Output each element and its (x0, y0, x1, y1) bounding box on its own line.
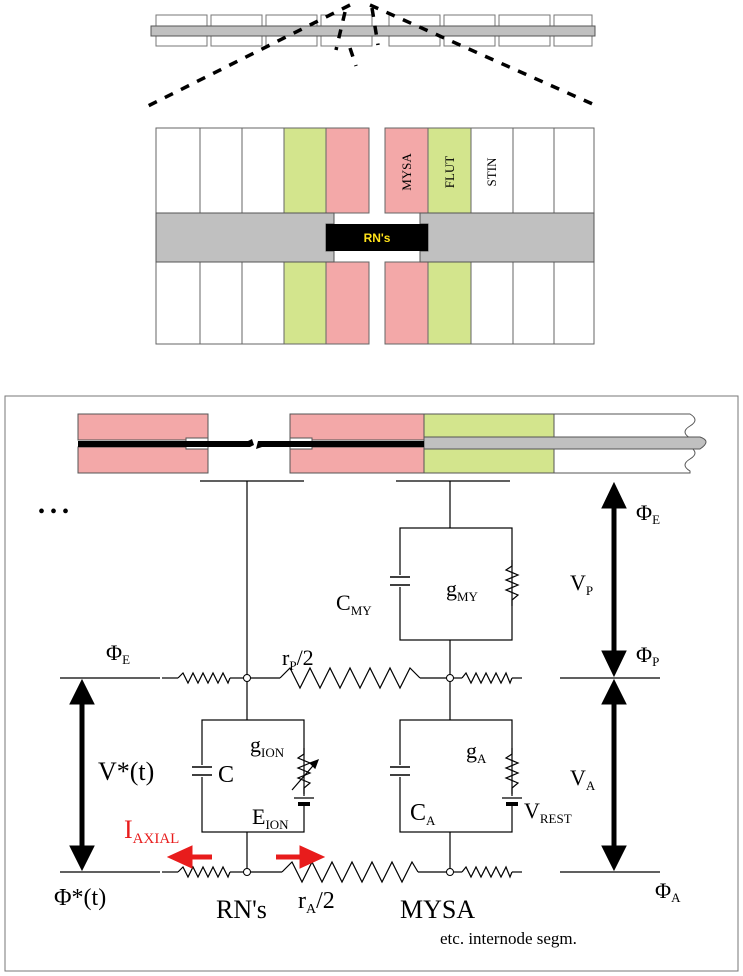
node-of-ranvier (326, 224, 428, 251)
rn-circuit-label: RN's (216, 895, 267, 924)
phi-p-label: ΦP (636, 642, 659, 669)
v-a-label: VA (570, 765, 596, 793)
zoomed-node: RN's MYSA FLUT STIN (155, 127, 595, 345)
phi-e-left-label: ΦE (106, 640, 130, 667)
resistor-left-bottom (177, 865, 231, 879)
axial-current-arrows (166, 845, 326, 869)
junctions (243, 674, 454, 876)
mysa-segment-label: MYSA (399, 153, 414, 191)
g-my-label: gMY (446, 576, 479, 604)
i-axial-label: IAXIAL (124, 815, 179, 847)
stin-segment-label: STIN (484, 157, 499, 187)
resistor-right-top (461, 671, 513, 685)
resistor-right-bottom (461, 865, 513, 879)
resistor-gion (296, 748, 312, 794)
c-my-label: CMY (336, 590, 372, 618)
g-a-label: gA (466, 738, 487, 766)
g-ion-label: gION (250, 732, 285, 760)
internode-caption: etc. internode segm. (440, 929, 577, 948)
v-rest-label: VREST (524, 798, 572, 826)
upper-myelin (155, 127, 595, 214)
c-label: C (218, 762, 234, 788)
mysa-circuit-label: MYSA (400, 895, 475, 924)
rn-label: RN's (364, 231, 391, 245)
variable-resistor-arrow (291, 758, 320, 791)
capacitors (192, 575, 410, 777)
overview-axon (150, 25, 596, 37)
zoom-axon-left (155, 212, 335, 263)
overview-fiber (147, 3, 598, 108)
resistor-ga (504, 748, 520, 794)
c-a-label: CA (410, 800, 436, 828)
circuit-fiber-strip (77, 413, 707, 474)
r-p-label: rP/2 (282, 645, 314, 673)
voltage-arrows (69, 481, 627, 872)
r-a-label: rA/2 (298, 888, 335, 917)
resistor-rp (279, 666, 421, 690)
resistor-gmy (504, 560, 520, 606)
resistor-ra (281, 860, 419, 884)
zoom-lines (147, 3, 598, 108)
v-p-label: VP (570, 570, 593, 598)
lower-myelin (155, 261, 595, 345)
zoom-axon-right (419, 212, 595, 263)
e-ion-label: EION (252, 804, 289, 832)
circuit-panel-border (4, 395, 739, 972)
phi-a-label: ΦA (655, 878, 681, 905)
resistors (177, 560, 520, 884)
resistor-left-top (177, 671, 231, 685)
ellipsis-label: • • • (38, 501, 69, 523)
v-star-label: V*(t) (98, 757, 154, 786)
phi-star-label: Φ*(t) (54, 885, 106, 911)
flut-segment-label: FLUT (442, 156, 457, 189)
batteries (294, 796, 522, 806)
phi-e-right-label: ΦE (636, 500, 660, 527)
